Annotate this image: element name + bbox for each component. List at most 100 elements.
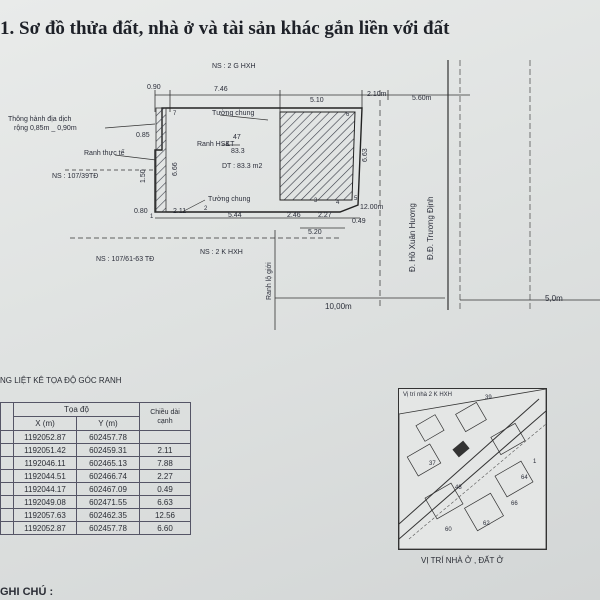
cell-len: 2.11 xyxy=(139,443,191,457)
sidewalk-width-label: 5,0m xyxy=(545,294,563,303)
dimension-label: 2.10m xyxy=(367,91,387,98)
dimension-label: 7.46 xyxy=(214,86,228,93)
cell-len: 0.49 xyxy=(139,482,191,496)
cell-y: 602457.78 xyxy=(76,430,140,444)
hatched-area xyxy=(279,111,356,201)
dimension-label: 5.10 xyxy=(310,97,324,104)
fraction-numerator: 47 xyxy=(233,134,241,141)
cell-len: 2.27 xyxy=(139,469,191,483)
cell-index xyxy=(0,456,14,470)
cell-x: 1192044.51 xyxy=(13,469,77,483)
dimension-label: 0.85 xyxy=(136,132,150,139)
map-caption: VỊ TRÍ NHÀ Ở , ĐẤT Ở xyxy=(421,556,504,565)
dimension-label: 5.20 xyxy=(308,229,322,236)
cell-index xyxy=(0,508,14,522)
dimension-label: 6.63 xyxy=(362,148,369,162)
coordinate-table: Tọa độ Chiều dài cạnh X (m) Y (m) 119205… xyxy=(0,402,191,535)
dimension-label: 1.50 xyxy=(140,169,147,183)
cell-y: 602467.09 xyxy=(76,482,140,496)
road-boundary-label: Ranh lộ giới xyxy=(266,262,273,300)
cell-x: 1192057.63 xyxy=(13,508,77,522)
cell-x: 1192044.17 xyxy=(13,482,77,496)
cell-x: 1192052.87 xyxy=(13,521,77,535)
dimension-label: 2.11 xyxy=(173,208,187,215)
cell-len: 7.88 xyxy=(139,456,191,470)
neighbor-left-label: NS : 107/39TĐ xyxy=(52,173,99,180)
coordinate-table-title: NG LIỆT KÊ TỌA ĐỘ GÓC RANH xyxy=(0,376,122,385)
map-top-label: Vị trí nhà 2 K HXH xyxy=(403,392,453,398)
cell-x: 1192046.11 xyxy=(13,456,77,470)
point-label: 7 xyxy=(173,111,177,117)
wall-top-label: Tường chung xyxy=(212,110,255,117)
point-label: 2 xyxy=(204,206,208,212)
fraction-denominator: 83.3 xyxy=(231,148,245,155)
street-name-label: Đ.Đ. Trương Định xyxy=(426,196,435,260)
cell-y: 602466.74 xyxy=(76,469,140,483)
map-number: 1 xyxy=(533,459,537,465)
neighbor-bottom-left-label: NS : 107/61-63 TĐ xyxy=(96,256,155,263)
dimension-label: 2.46 xyxy=(287,212,301,219)
dimension-label: 0.80 xyxy=(134,208,148,215)
area-label: DT : 83.3 m2 xyxy=(222,163,263,170)
point-label: 1 xyxy=(150,214,154,220)
notes-heading: GHI CHÚ : xyxy=(0,586,54,598)
neighbor-top-label: NS : 2 G HXH xyxy=(212,63,256,70)
map-number: 66 xyxy=(511,501,518,507)
header-x: X (m) xyxy=(13,416,77,431)
passage-width-label: rộng 0,85m _ 0,90m xyxy=(14,125,77,132)
map-number: 64 xyxy=(521,475,528,481)
cell-x: 1192051.42 xyxy=(13,443,77,457)
point-label: 4 xyxy=(336,200,340,206)
cell-index xyxy=(0,469,14,483)
point-label: 6 xyxy=(346,112,350,118)
cell-y: 602471.55 xyxy=(76,495,140,509)
page-title: 1. Sơ đồ thửa đất, nhà ở và tài sản khác… xyxy=(0,18,450,39)
map-number: 37 xyxy=(429,461,436,467)
street-name-label: Đ. Hồ Xuân Hương xyxy=(408,203,417,272)
dimension-label: 0.90 xyxy=(147,84,161,91)
dimension-label: 5.60m xyxy=(412,95,432,102)
cell-len: 6.63 xyxy=(139,495,191,509)
cell-y: 602465.13 xyxy=(76,456,140,470)
header-coordinates: Tọa độ xyxy=(13,402,140,417)
road-width-label: 10,00m xyxy=(325,302,352,311)
cell-len xyxy=(139,430,191,444)
cell-y: 602462.35 xyxy=(76,508,140,522)
passage-strip xyxy=(155,107,167,213)
dimension-label: 0.49 xyxy=(352,218,366,225)
cell-index xyxy=(0,443,14,457)
hskt-boundary-label: Ranh HSKT xyxy=(197,141,235,148)
header-y: Y (m) xyxy=(76,416,140,431)
map-number: 48 xyxy=(455,485,462,491)
header-length: Chiều dài cạnh xyxy=(139,402,191,431)
cell-index xyxy=(0,482,14,496)
site-plan-drawing xyxy=(65,60,600,330)
cell-x: 1192052.87 xyxy=(13,430,77,444)
fraction-prefix: 1 xyxy=(226,141,230,148)
cell-len: 12.56 xyxy=(139,508,191,522)
neighbor-bottom-label: NS : 2 K HXH xyxy=(200,249,243,256)
cell-index xyxy=(0,430,14,444)
dimension-label: 6.66 xyxy=(172,162,179,176)
wall-bottom-label: Tường chung xyxy=(208,196,251,203)
point-label: 3 xyxy=(314,198,318,204)
dimension-label: 12.00m xyxy=(360,204,384,211)
cell-y: 602457.78 xyxy=(76,521,140,535)
passage-label: Thông hành địa dịch xyxy=(8,116,72,123)
map-number: 39 xyxy=(485,395,492,401)
point-label: 5 xyxy=(354,196,358,202)
cell-index xyxy=(0,495,14,509)
location-map: Vị trí nhà 2 K HXH 39 37 48 64 66 62 60 … xyxy=(398,388,547,550)
dimension-label: 2.27 xyxy=(318,212,332,219)
actual-boundary-label: Ranh thực tế xyxy=(84,150,125,157)
cell-len: 6.60 xyxy=(139,521,191,535)
dimension-label: 5.44 xyxy=(228,212,242,219)
